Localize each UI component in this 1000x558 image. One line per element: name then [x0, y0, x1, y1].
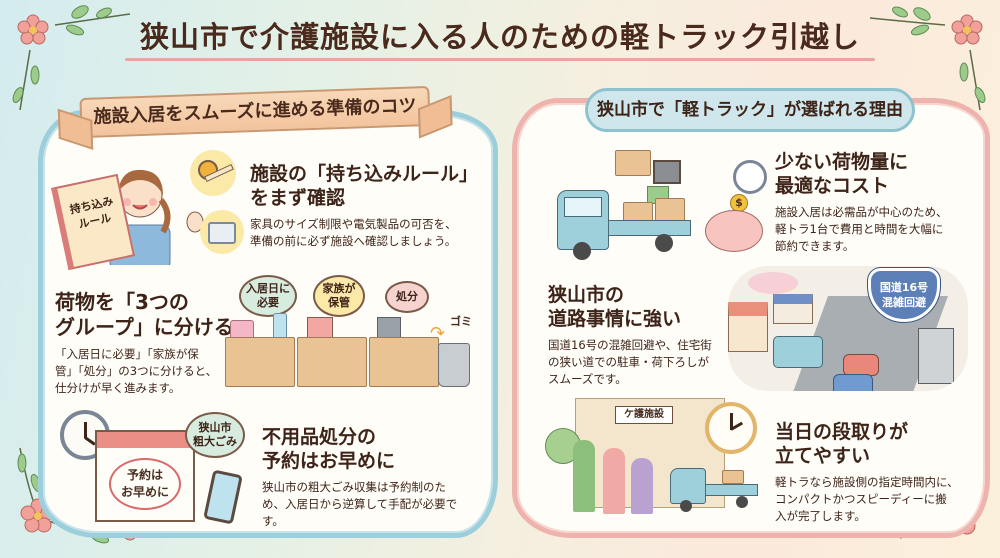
family-icon	[573, 440, 595, 512]
flower-vine-top-right-icon	[869, 6, 986, 110]
page-title: 狭山市で介護施設に入る人のための軽トラック引越し	[140, 20, 861, 54]
box-needed	[225, 337, 295, 387]
right-section-heading: 狭山市で「軽トラック」が選ばれる理由	[585, 88, 915, 132]
tv-icon	[653, 160, 681, 184]
trash-label: ゴミ	[450, 315, 472, 328]
title-underline	[125, 58, 875, 61]
calendar-icon: 予約はお早めに	[95, 430, 195, 522]
tape-measure-icon	[190, 150, 236, 196]
left-item-3-body: 狭山市の粗大ごみ収集は予約制のため、入居日から逆算して手配が必要です。	[262, 480, 458, 528]
right-item-roads: 狭山市の道路事情に強い 国道16号の混雑回避や、住宅街の狭い道での駐車・荷下ろし…	[548, 283, 738, 388]
trash-can-icon	[438, 343, 470, 387]
kei-truck-icon	[773, 336, 823, 368]
bubble-dispose: 処分	[385, 281, 429, 313]
wall-clock-icon	[705, 402, 757, 454]
left-item-3-title: 不用品処分の予約はお早めに	[262, 426, 396, 472]
rules-illustration: 持ち込み ルール	[51, 150, 245, 271]
car-icon	[833, 374, 873, 391]
cherry-blossom-icon	[748, 272, 798, 294]
house-icon	[773, 294, 813, 324]
arrow-icon: ↷	[430, 323, 446, 344]
right-item-2-body: 国道16号の混雑回避や、住宅街の狭い道での駐車・荷下ろしがスムーズです。	[548, 338, 712, 386]
calendar-note: 予約はお早めに	[109, 458, 181, 510]
elderly-icon	[631, 458, 653, 514]
road-illustration: 国道16号混雑回避	[728, 266, 968, 391]
cargo-box	[615, 150, 651, 176]
left-item-2-body: 「入居日に必要」「家族が保管」「処分」の3つに分けると、仕分けが早く進みます。	[55, 347, 218, 395]
piggy-bank-icon	[705, 210, 763, 252]
route-16-sign: 国道16号混雑回避	[867, 267, 941, 323]
left-item-1-title: 施設の「持ち込みルール」をまず確認	[250, 163, 479, 209]
box-family	[297, 337, 367, 387]
car-icon	[843, 354, 879, 376]
right-item-schedule: 当日の段取りが立てやすい 軽トラなら施設側の指定時間内に、コンパクトかつスピーデ…	[775, 420, 975, 525]
left-item-1-body: 家具のサイズ制限や電気製品の可否を、準備の前に必ず施設へ確認しましょう。	[250, 217, 457, 248]
frame-icon	[377, 317, 401, 339]
right-item-2-title: 狭山市の道路事情に強い	[548, 284, 682, 330]
microwave-icon	[200, 210, 244, 254]
house-icon	[728, 302, 768, 352]
flower-vine-top-left-icon	[12, 5, 131, 110]
right-item-3-body: 軽トラなら施設側の指定時間内に、コンパクトかつスピーディーに搬入が完了します。	[775, 475, 959, 523]
right-item-1-body: 施設入居は必需品が中心のため、軽トラ1台で費用と時間を大幅に節約できます。	[775, 205, 948, 253]
cost-illustration: $	[555, 150, 767, 260]
move-in-illustration: ケ護施設	[545, 398, 765, 523]
kei-truck-icon	[555, 190, 691, 260]
left-item-sorting: 荷物を「3つのグループ」に分ける 「入居日に必要」「家族が保管」「処分」の3つに…	[55, 290, 235, 397]
box-dispose	[369, 337, 439, 387]
family-icon	[603, 448, 625, 514]
sorting-boxes-illustration: 入居日に必要 家族が保管 処分 ゴミ ↷	[225, 275, 480, 395]
bubble-sayama-bulky-waste: 狭山市粗大ごみ	[185, 412, 245, 458]
right-item-1-title: 少ない荷物量に最適なコスト	[775, 151, 909, 197]
right-item-3-title: 当日の段取りが立てやすい	[775, 421, 909, 467]
kei-truck-icon	[670, 468, 758, 512]
right-item-cost: 少ない荷物量に最適なコスト 施設入居は必需品が中心のため、軽トラ1台で費用と時間…	[775, 150, 975, 255]
left-item-rules: 施設の「持ち込みルール」をまず確認 家具のサイズ制限や電気製品の可否を、準備の前…	[250, 162, 490, 250]
large-truck-icon	[918, 328, 954, 384]
left-item-2-title: 荷物を「3つのグループ」に分ける	[55, 290, 234, 339]
smartphone-icon	[203, 469, 243, 525]
bubble-family-keeps: 家族が保管	[313, 275, 365, 317]
reservation-illustration: 予約はお早めに 狭山市粗大ごみ	[60, 410, 245, 530]
stopwatch-icon	[733, 160, 767, 194]
left-item-disposal: 不用品処分の予約はお早めに 狭山市の粗大ごみ収集は予約制のため、入居日から逆算し…	[262, 425, 472, 530]
coin-icon: $	[730, 194, 748, 212]
bubble-needed-on-moving-day: 入居日に必要	[239, 275, 297, 317]
facility-sign: ケ護施設	[615, 406, 673, 424]
